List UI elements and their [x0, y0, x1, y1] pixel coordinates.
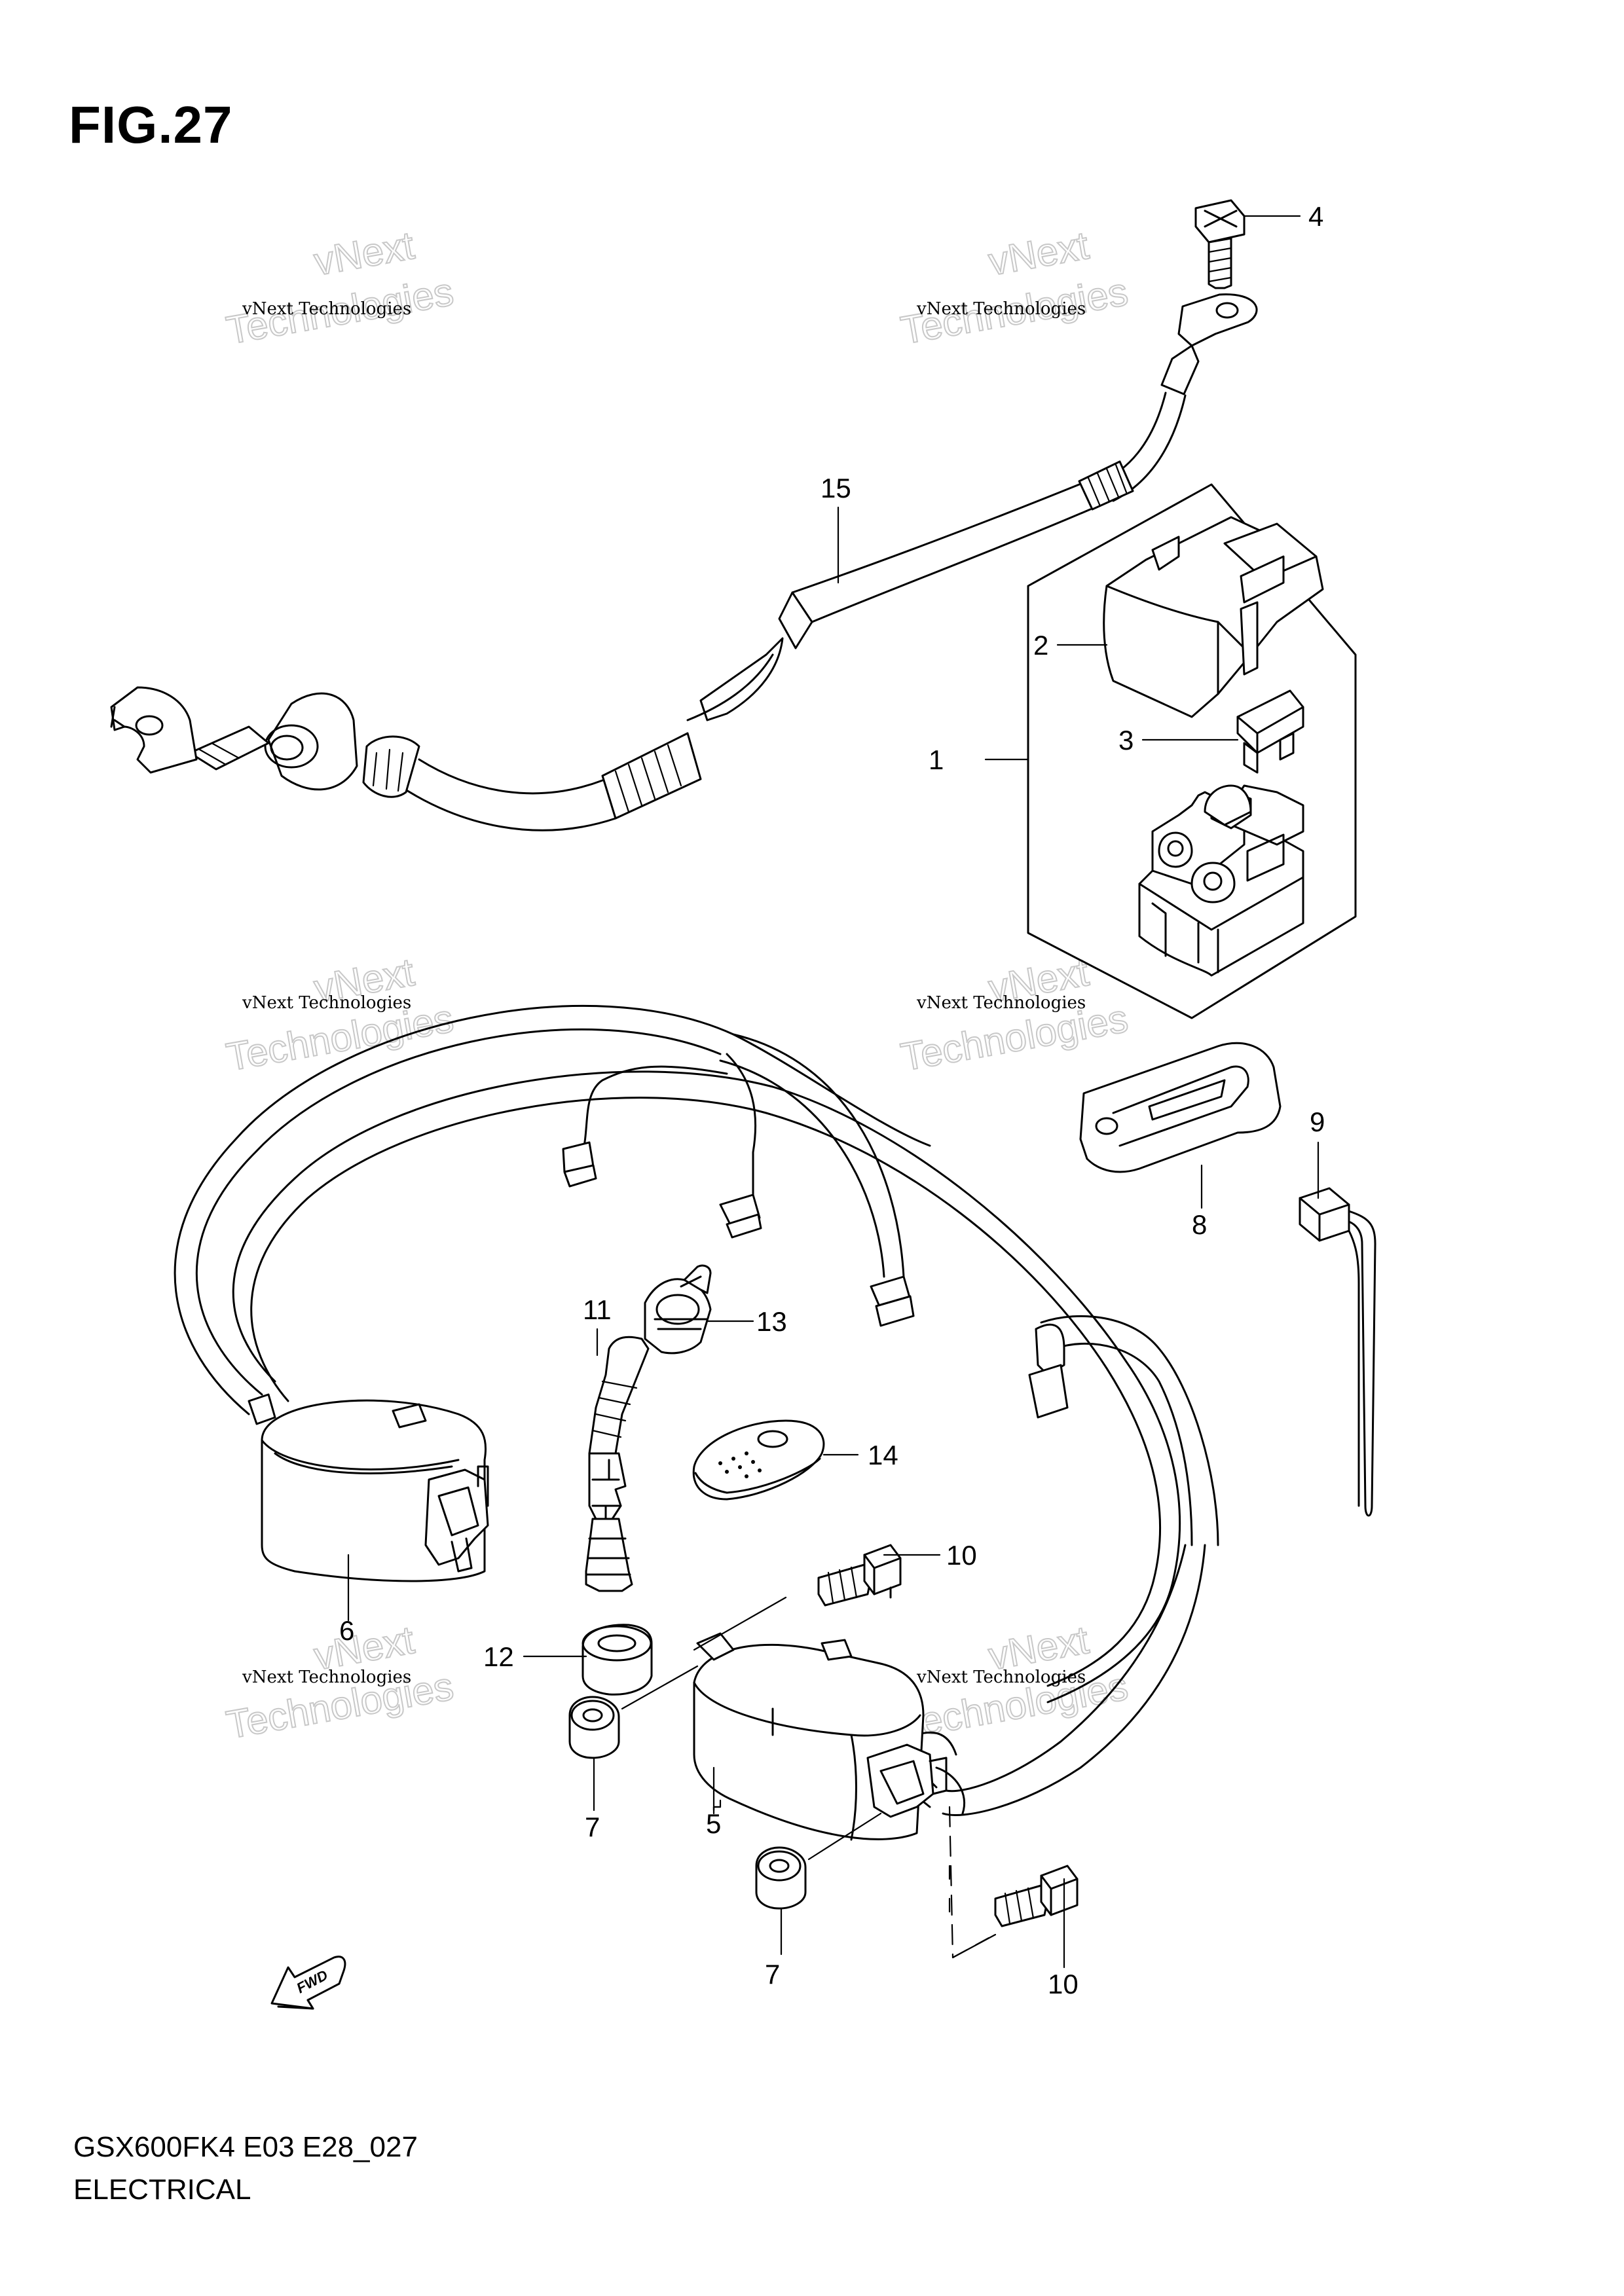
part-13-plug-terminal	[644, 1264, 712, 1355]
callout-1: 1	[929, 744, 944, 775]
fwd-arrow-icon: FWD	[270, 1956, 346, 2010]
part-7-spacer-lower	[755, 1846, 807, 1910]
watermark-small-text: vNext Technologies	[242, 1667, 411, 1687]
part-14-cushion	[692, 1419, 825, 1501]
callout-7-lower: 7	[765, 1959, 780, 1990]
watermark-big-text: vNext	[311, 223, 418, 284]
part-7-spacer-upper	[568, 1696, 620, 1759]
watermark: Technologies vNext	[223, 223, 458, 354]
watermark-small-text: vNext Technologies	[916, 993, 1086, 1013]
watermark: Technologies vNext	[897, 223, 1132, 354]
callout-15: 15	[821, 473, 851, 503]
watermark-small-text: vNext Technologies	[242, 993, 411, 1013]
callout-numbers: 4 2 3 1 15 8 9 10 10 11 13 14 12 6 5 7 7	[339, 201, 1325, 1999]
part-12-grommet	[581, 1624, 653, 1696]
callout-8: 8	[1192, 1209, 1207, 1240]
callout-2: 2	[1033, 630, 1048, 661]
part-6-ignition-coil	[248, 1393, 489, 1582]
callout-14: 14	[868, 1440, 898, 1470]
watermark-big-text: vNext	[986, 223, 1092, 284]
callout-13: 13	[756, 1306, 787, 1337]
callout-10-upper: 10	[946, 1540, 977, 1571]
callout-10-lower: 10	[1048, 1969, 1079, 1999]
part-2-relay-cover	[1103, 516, 1324, 718]
callout-11: 11	[583, 1294, 612, 1325]
part-15-battery-cable	[110, 293, 1258, 831]
part-10-bolt-upper	[817, 1544, 902, 1607]
part-10-bolt-lower	[994, 1865, 1079, 1927]
part-1-relay-assembly	[1027, 483, 1357, 1019]
callout-7-upper: 7	[585, 1812, 600, 1842]
watermark-small-text: vNext Technologies	[242, 299, 411, 319]
callout-4: 4	[1308, 201, 1323, 232]
part-5-ignition-coil	[693, 1632, 948, 1841]
part-8-bracket	[1079, 1042, 1282, 1173]
part-3-fuse	[1236, 689, 1304, 774]
part-11-plug-cap	[585, 1336, 650, 1592]
ignition-coil-leads	[174, 1004, 1219, 1816]
starter-relay	[1138, 784, 1304, 977]
callout-3: 3	[1118, 725, 1134, 756]
lead-terminals	[562, 1141, 1069, 1419]
part-4-bolt	[1194, 199, 1246, 289]
model-code: GSX600FK4 E03 E28_027	[73, 2131, 418, 2163]
watermark-small-text: vNext Technologies	[916, 299, 1086, 319]
assembly-guide-lines	[621, 1596, 997, 1959]
callout-12: 12	[483, 1641, 514, 1672]
callout-6: 6	[339, 1615, 354, 1646]
figure-title: FIG.27	[69, 96, 233, 154]
part-9-cable-tie	[1299, 1187, 1376, 1517]
section-name: ELECTRICAL	[73, 2174, 251, 2206]
callout-5: 5	[706, 1808, 721, 1839]
callout-leaders	[347, 215, 1320, 1969]
callout-9: 9	[1310, 1106, 1325, 1137]
watermark-small-text: vNext Technologies	[916, 1667, 1086, 1687]
